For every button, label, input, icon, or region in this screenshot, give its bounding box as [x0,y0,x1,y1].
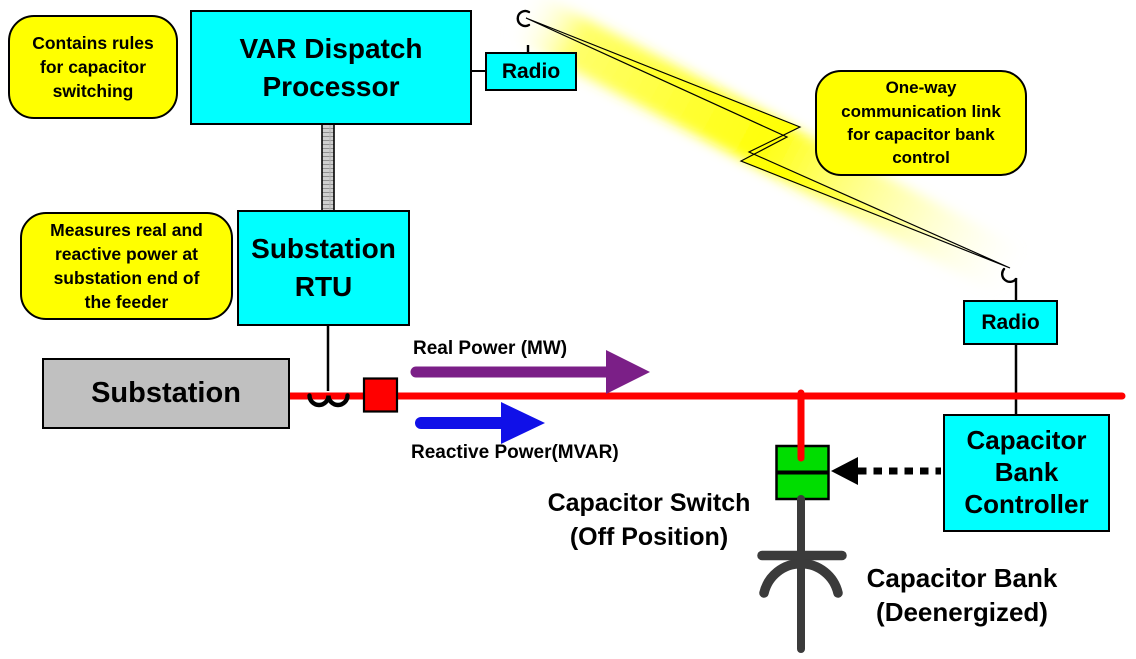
node-radio-capacitor-bank: Radio [963,300,1058,345]
data-link-bar [321,122,335,212]
node-substation: Substation [42,358,290,429]
label-reactive-power: Reactive Power(MVAR) [411,442,619,463]
node-label: Substation [91,377,241,409]
node-label: VAR Dispatch Processor [239,32,423,102]
callout-text: Contains rules for capacitor switching [32,32,154,102]
control-command-arrowhead [831,457,858,485]
node-label: Capacitor Bank Controller [964,425,1089,519]
callout-capacitor-rules: Contains rules for capacitor switching [8,15,178,119]
feeder-sensor-box [362,377,399,413]
real-power-arrowhead [606,350,650,394]
callout-text: Measures real and reactive power at subs… [50,219,203,313]
callout-one-way-link: One-way communication link for capacitor… [815,70,1027,176]
radio-link-bolt [525,17,1011,269]
node-label: Radio [501,59,561,83]
label-capacitor-switch: Capacitor Switch (Off Position) [547,489,751,551]
node-var-dispatch-processor: VAR Dispatch Processor [190,10,472,125]
node-radio-substation: Radio [485,52,577,91]
capacitor-plate-curved [759,558,843,598]
node-substation-rtu: Substation RTU [237,210,410,326]
label-capacitor-bank: Capacitor Bank (Deenergized) [866,563,1058,627]
callout-text: One-way communication link for capacitor… [841,78,1001,168]
antenna-hook-icon [1001,267,1018,283]
ct-loops-symbol [307,393,350,408]
antenna-hook-icon [516,9,531,28]
label-real-power: Real Power (MW) [413,338,568,359]
reactive-power-arrowhead [501,402,545,444]
node-capacitor-bank-controller: Capacitor Bank Controller [943,414,1110,532]
callout-power-measurement: Measures real and reactive power at subs… [20,212,233,320]
node-label: Radio [981,310,1040,334]
node-label: Substation RTU [251,233,396,302]
